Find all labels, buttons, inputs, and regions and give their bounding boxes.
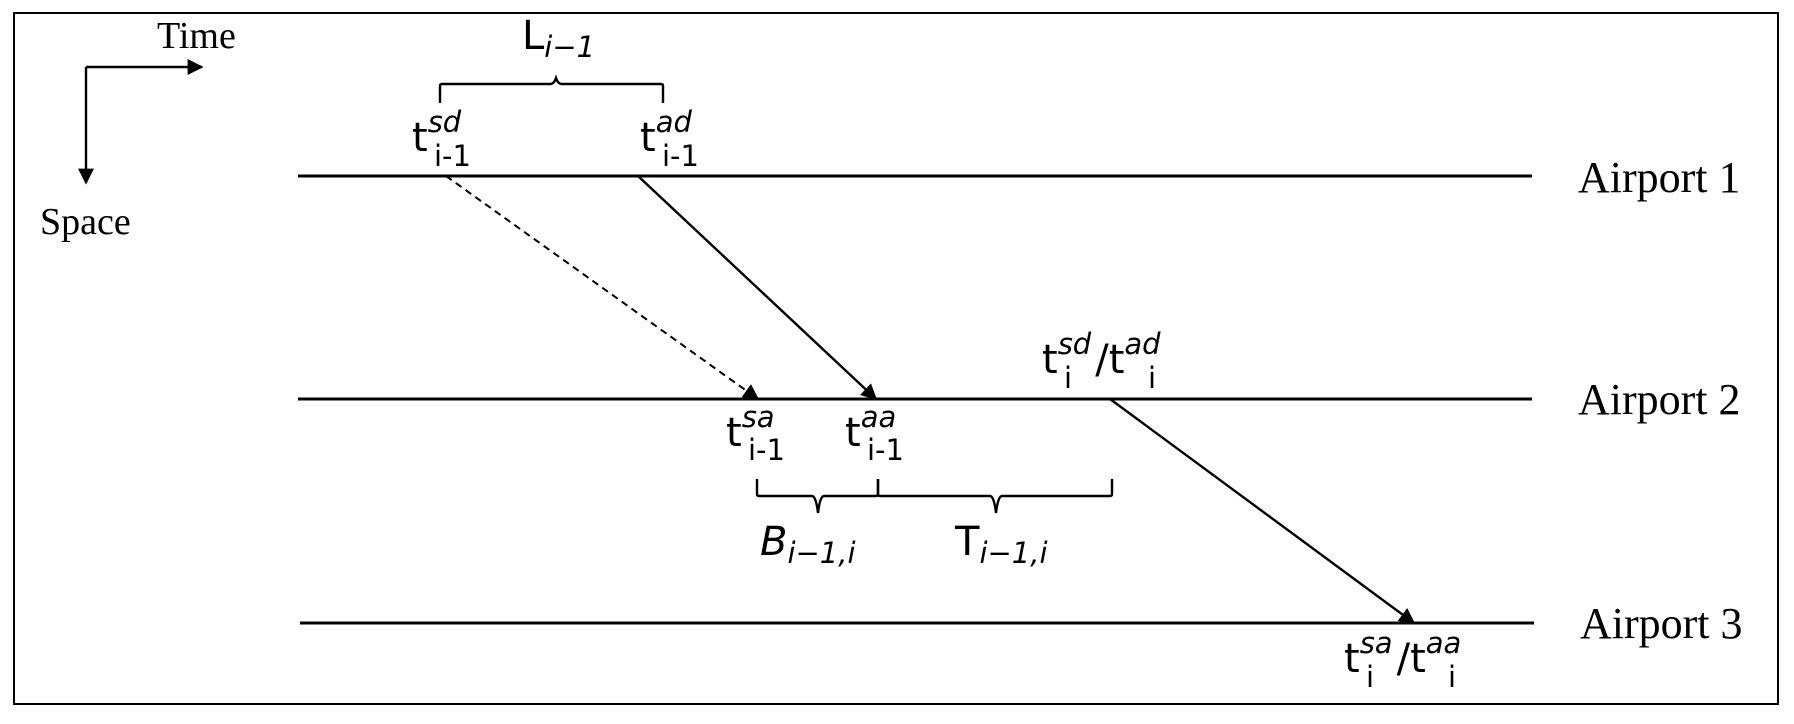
time-axis-label: Time	[157, 15, 236, 57]
space-axis-label: Space	[40, 201, 131, 243]
label-t-i-dep-sub2: i	[1148, 361, 1156, 395]
turnaround-brace	[876, 479, 1114, 514]
label-t-i-departure: tsd/tad	[1042, 327, 1161, 383]
airport-2-label: Airport 2	[1578, 375, 1741, 424]
figure-frame	[13, 12, 1779, 705]
airport-3-label: Airport 3	[1580, 599, 1743, 648]
layover-brace	[438, 74, 665, 103]
label-t-prev-aa: taa	[845, 400, 896, 456]
label-t-i-arrival: tsa/taa	[1344, 626, 1461, 682]
label-B: Bi−1,i	[760, 519, 856, 570]
label-L: Li−1	[522, 13, 595, 64]
actual-flight-i	[1109, 398, 1416, 624]
label-t-i-arr-sub2: i	[1448, 660, 1456, 694]
label-t-prev-sd-sub: i-1	[434, 139, 471, 173]
label-t-prev-aa-sub: i-1	[867, 433, 904, 467]
label-t-prev-ad-sub: i-1	[662, 139, 699, 173]
label-t-prev-sa: tsa	[726, 400, 775, 456]
label-T: Ti−1,i	[954, 519, 1048, 570]
airport-1-label: Airport 1	[1578, 153, 1741, 202]
label-t-prev-ad: tad	[640, 105, 692, 161]
buffer-brace	[755, 479, 880, 514]
label-t-prev-sd: tsd	[412, 105, 462, 161]
label-t-i-dep-sub1: i	[1064, 361, 1072, 395]
scheduled-flight-prev	[445, 175, 760, 400]
label-t-prev-sa-sub: i-1	[748, 433, 785, 467]
label-t-i-arr-sub1: i	[1366, 660, 1374, 694]
actual-flight-prev	[637, 175, 878, 401]
